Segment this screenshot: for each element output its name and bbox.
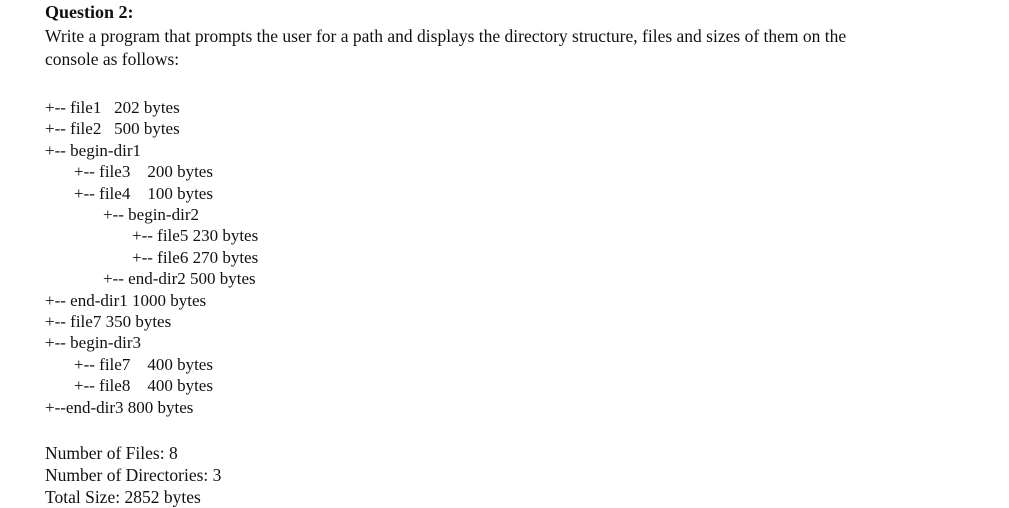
question-body-line: console as follows:	[45, 49, 180, 69]
console-line: +-- file7 350 bytes	[45, 312, 172, 332]
summary-directory-count: Number of Directories: 3	[45, 465, 222, 486]
summary-block: Number of Files: 8 Number of Directories…	[45, 442, 999, 508]
console-line: +-- file7 400 bytes	[74, 354, 213, 374]
console-line: +-- begin-dir3	[45, 333, 141, 353]
console-line: +-- begin-dir1	[45, 140, 141, 160]
summary-total-size: Total Size: 2852 bytes	[45, 487, 201, 508]
console-line: +-- file2 500 bytes	[45, 119, 180, 139]
console-line: +-- file1 202 bytes	[45, 98, 180, 117]
question-heading: Question 2:	[45, 2, 134, 22]
console-line: +-- begin-dir2	[103, 205, 199, 225]
question-body-line: Write a program that prompts the user fo…	[45, 26, 847, 46]
console-line: +-- file8 400 bytes	[74, 376, 213, 396]
console-line: +-- end-dir2 500 bytes	[103, 269, 256, 289]
question-body: Write a program that prompts the user fo…	[45, 25, 999, 71]
console-line: +--end-dir3 800 bytes	[45, 397, 194, 417]
summary-file-count: Number of Files: 8	[45, 443, 178, 464]
console-line: +-- file4 100 bytes	[74, 183, 213, 203]
console-line: +-- end-dir1 1000 bytes	[45, 290, 207, 310]
console-output-listing: +-- file1 202 bytes +-- file2 500 bytes …	[45, 97, 999, 418]
console-line: +-- file5 230 bytes	[132, 226, 259, 246]
console-line: +-- file6 270 bytes	[132, 247, 259, 267]
console-line: +-- file3 200 bytes	[74, 162, 213, 182]
